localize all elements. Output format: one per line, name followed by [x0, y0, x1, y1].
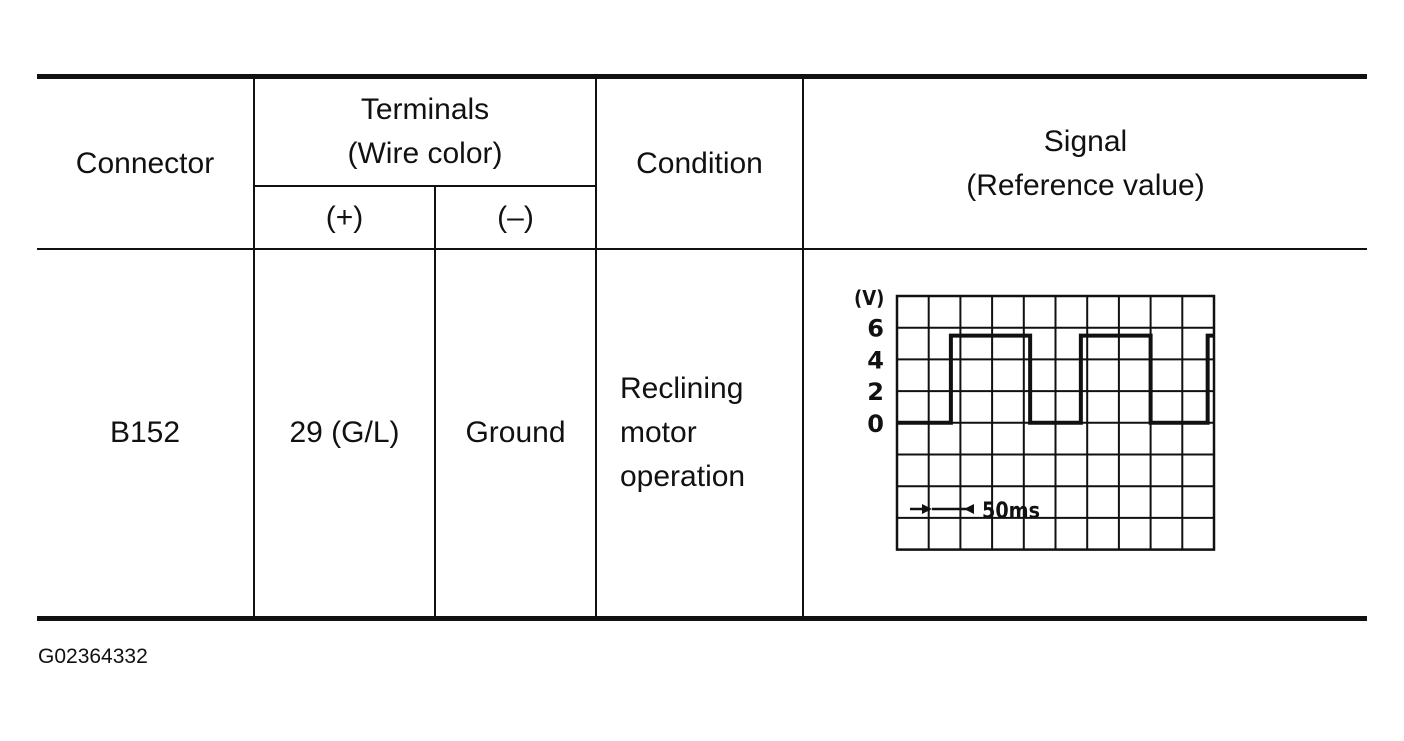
header-terminal-plus-label: (+) — [325, 200, 364, 234]
terminals-subheader-rule — [254, 185, 597, 187]
header-condition: Condition — [597, 79, 802, 248]
row-terminal-plus: 29 (G/L) — [255, 250, 434, 616]
row-condition-line3: operation — [620, 460, 746, 493]
row-terminal-minus-value: Ground — [465, 416, 566, 449]
header-terminals-line2: (Wire color) — [347, 137, 503, 170]
column-divider-1 — [253, 79, 255, 616]
time-arrowhead-left — [922, 504, 932, 514]
header-connector: Connector — [37, 79, 253, 248]
row-terminal-minus: Ground — [436, 250, 595, 616]
row-condition: Reclining motor operation — [620, 250, 800, 616]
waveform-y-ticks: 6 4 2 0 — [867, 315, 884, 438]
row-condition-line1: Reclining — [620, 372, 744, 405]
column-divider-4 — [802, 79, 804, 616]
waveform-y-tick-label: 2 — [867, 378, 884, 406]
signal-waveform-chart: (V) 6 4 2 0 50ms — [854, 286, 1216, 551]
column-divider-2 — [434, 186, 436, 616]
header-connector-label: Connector — [75, 146, 215, 180]
table-top-rule — [37, 74, 1367, 79]
waveform-y-tick-label: 4 — [867, 346, 884, 374]
header-terminals: Terminals (Wire color) — [255, 79, 595, 185]
column-divider-3 — [595, 79, 597, 616]
time-arrowhead-right — [964, 504, 974, 514]
waveform-y-tick-label: 6 — [867, 315, 884, 343]
waveform-unit-label: (V) — [854, 286, 884, 310]
header-terminals-line1: Terminals — [360, 93, 490, 126]
table-header-rule — [37, 248, 1367, 250]
row-connector-value: B152 — [109, 416, 181, 449]
waveform-y-tick-label: 0 — [867, 410, 884, 438]
header-signal-line1: Signal — [1043, 124, 1128, 158]
row-condition-line2: motor — [620, 416, 697, 449]
header-signal-line2: (Reference value) — [966, 168, 1205, 202]
row-connector: B152 — [37, 250, 253, 616]
table-bottom-rule — [37, 616, 1367, 621]
waveform-trace — [897, 333, 1214, 425]
header-condition-label: Condition — [636, 146, 763, 180]
header-terminal-plus: (+) — [255, 187, 434, 248]
time-division-label: 50ms — [982, 499, 1040, 524]
figure-id: G02364332 — [38, 645, 148, 668]
header-terminal-minus-label: (–) — [497, 200, 534, 234]
header-signal: Signal (Reference value) — [804, 79, 1367, 248]
header-terminal-minus: (–) — [436, 187, 595, 248]
time-division-marker: 50ms — [910, 499, 1040, 524]
row-terminal-plus-value: 29 (G/L) — [289, 416, 400, 449]
